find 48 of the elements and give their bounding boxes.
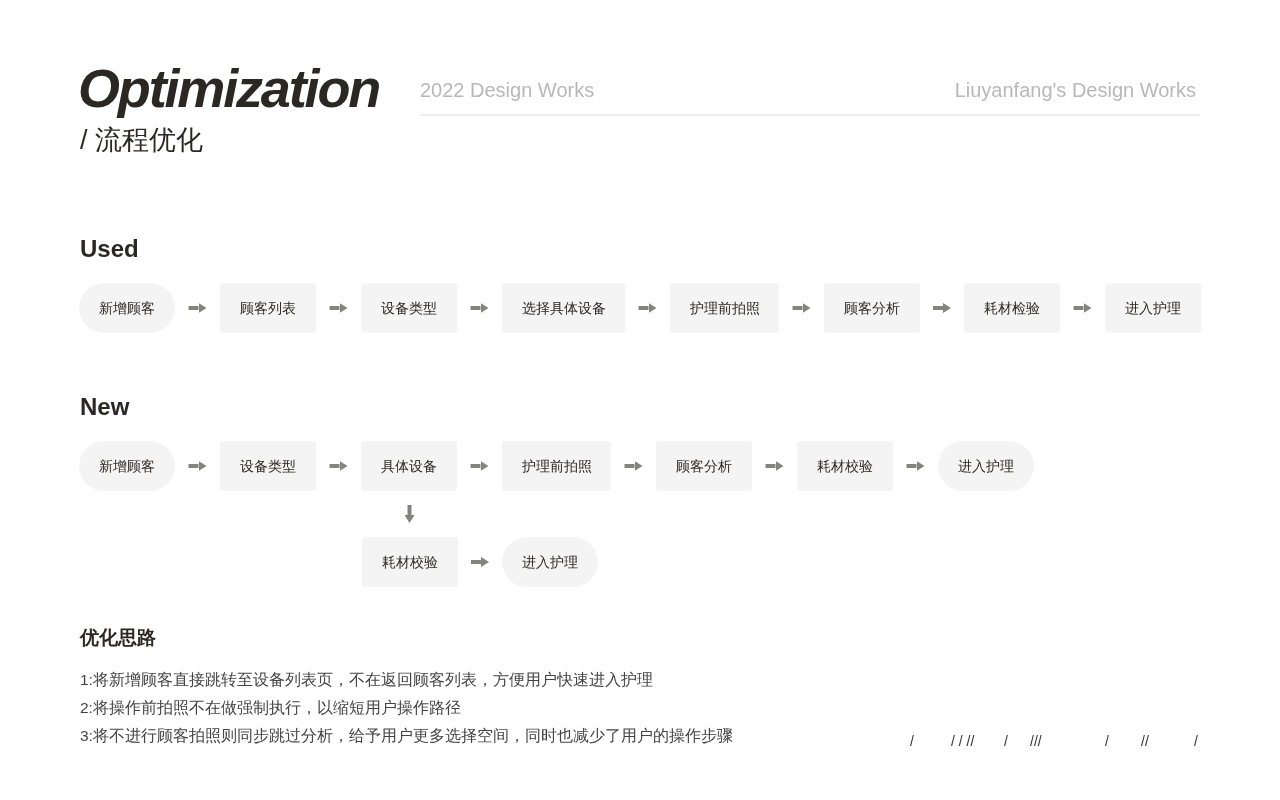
subtitle: / 流程优化 — [80, 127, 203, 154]
process-box: 护理前拍照 — [670, 283, 779, 333]
arrow — [470, 461, 489, 471]
decorative-slashes: /// — [1030, 734, 1042, 748]
process-box: 顾客列表 — [220, 283, 316, 333]
process-box: 具体设备 — [361, 441, 457, 491]
decorative-slashes: / — [1105, 734, 1109, 748]
arrow — [933, 303, 951, 313]
arrow — [765, 461, 784, 471]
note-text: 3:将不进行顾客拍照则同步跳过分析，给予用户更多选择空间，同时也减少了用户的操作步骤 — [80, 728, 733, 744]
section-heading: 优化思路 — [80, 628, 156, 647]
arrow — [906, 461, 925, 471]
process-box: 进入护理 — [1105, 283, 1201, 333]
arrow — [1073, 303, 1092, 313]
process-box: 耗材校验 — [797, 441, 893, 491]
decorative-slashes: / — [1004, 734, 1008, 748]
arrow — [188, 303, 207, 313]
terminal-pill: 新增顾客 — [79, 441, 175, 491]
header-text: 2022 Design Works — [420, 80, 595, 100]
terminal-pill: 进入护理 — [938, 441, 1034, 491]
section-heading: New — [80, 395, 130, 419]
section-heading: Used — [80, 237, 139, 261]
process-box: 选择具体设备 — [502, 283, 625, 333]
decorative-slashes: // — [1141, 734, 1149, 748]
arrow — [329, 461, 348, 471]
process-box: 耗材检验 — [964, 283, 1060, 333]
process-box: 设备类型 — [361, 283, 457, 333]
arrow — [792, 303, 811, 313]
arrow — [329, 303, 348, 313]
note-text: 2:将操作前拍照不在做强制执行，以缩短用户操作路径 — [80, 700, 461, 716]
arrow — [624, 461, 643, 471]
decorative-slashes: / — [1194, 734, 1198, 748]
process-box: 护理前拍照 — [502, 441, 611, 491]
arrow — [471, 557, 489, 567]
process-box: 顾客分析 — [656, 441, 752, 491]
arrow — [404, 505, 415, 523]
terminal-pill: 新增顾客 — [79, 283, 175, 333]
process-box: 顾客分析 — [824, 283, 920, 333]
arrow — [470, 303, 489, 313]
terminal-pill: 进入护理 — [502, 537, 598, 587]
decorative-slashes: / — [910, 734, 914, 748]
arrow — [638, 303, 657, 313]
process-box: 耗材校验 — [362, 537, 458, 587]
process-box: 设备类型 — [220, 441, 316, 491]
arrow — [188, 461, 207, 471]
note-text: 1:将新增顾客直接跳转至设备列表页，不在返回顾客列表，方便用户快速进入护理 — [80, 672, 653, 688]
decorative-slashes: / / // — [951, 734, 975, 748]
header-text: Liuyanfang's Design Works — [954, 80, 1196, 100]
